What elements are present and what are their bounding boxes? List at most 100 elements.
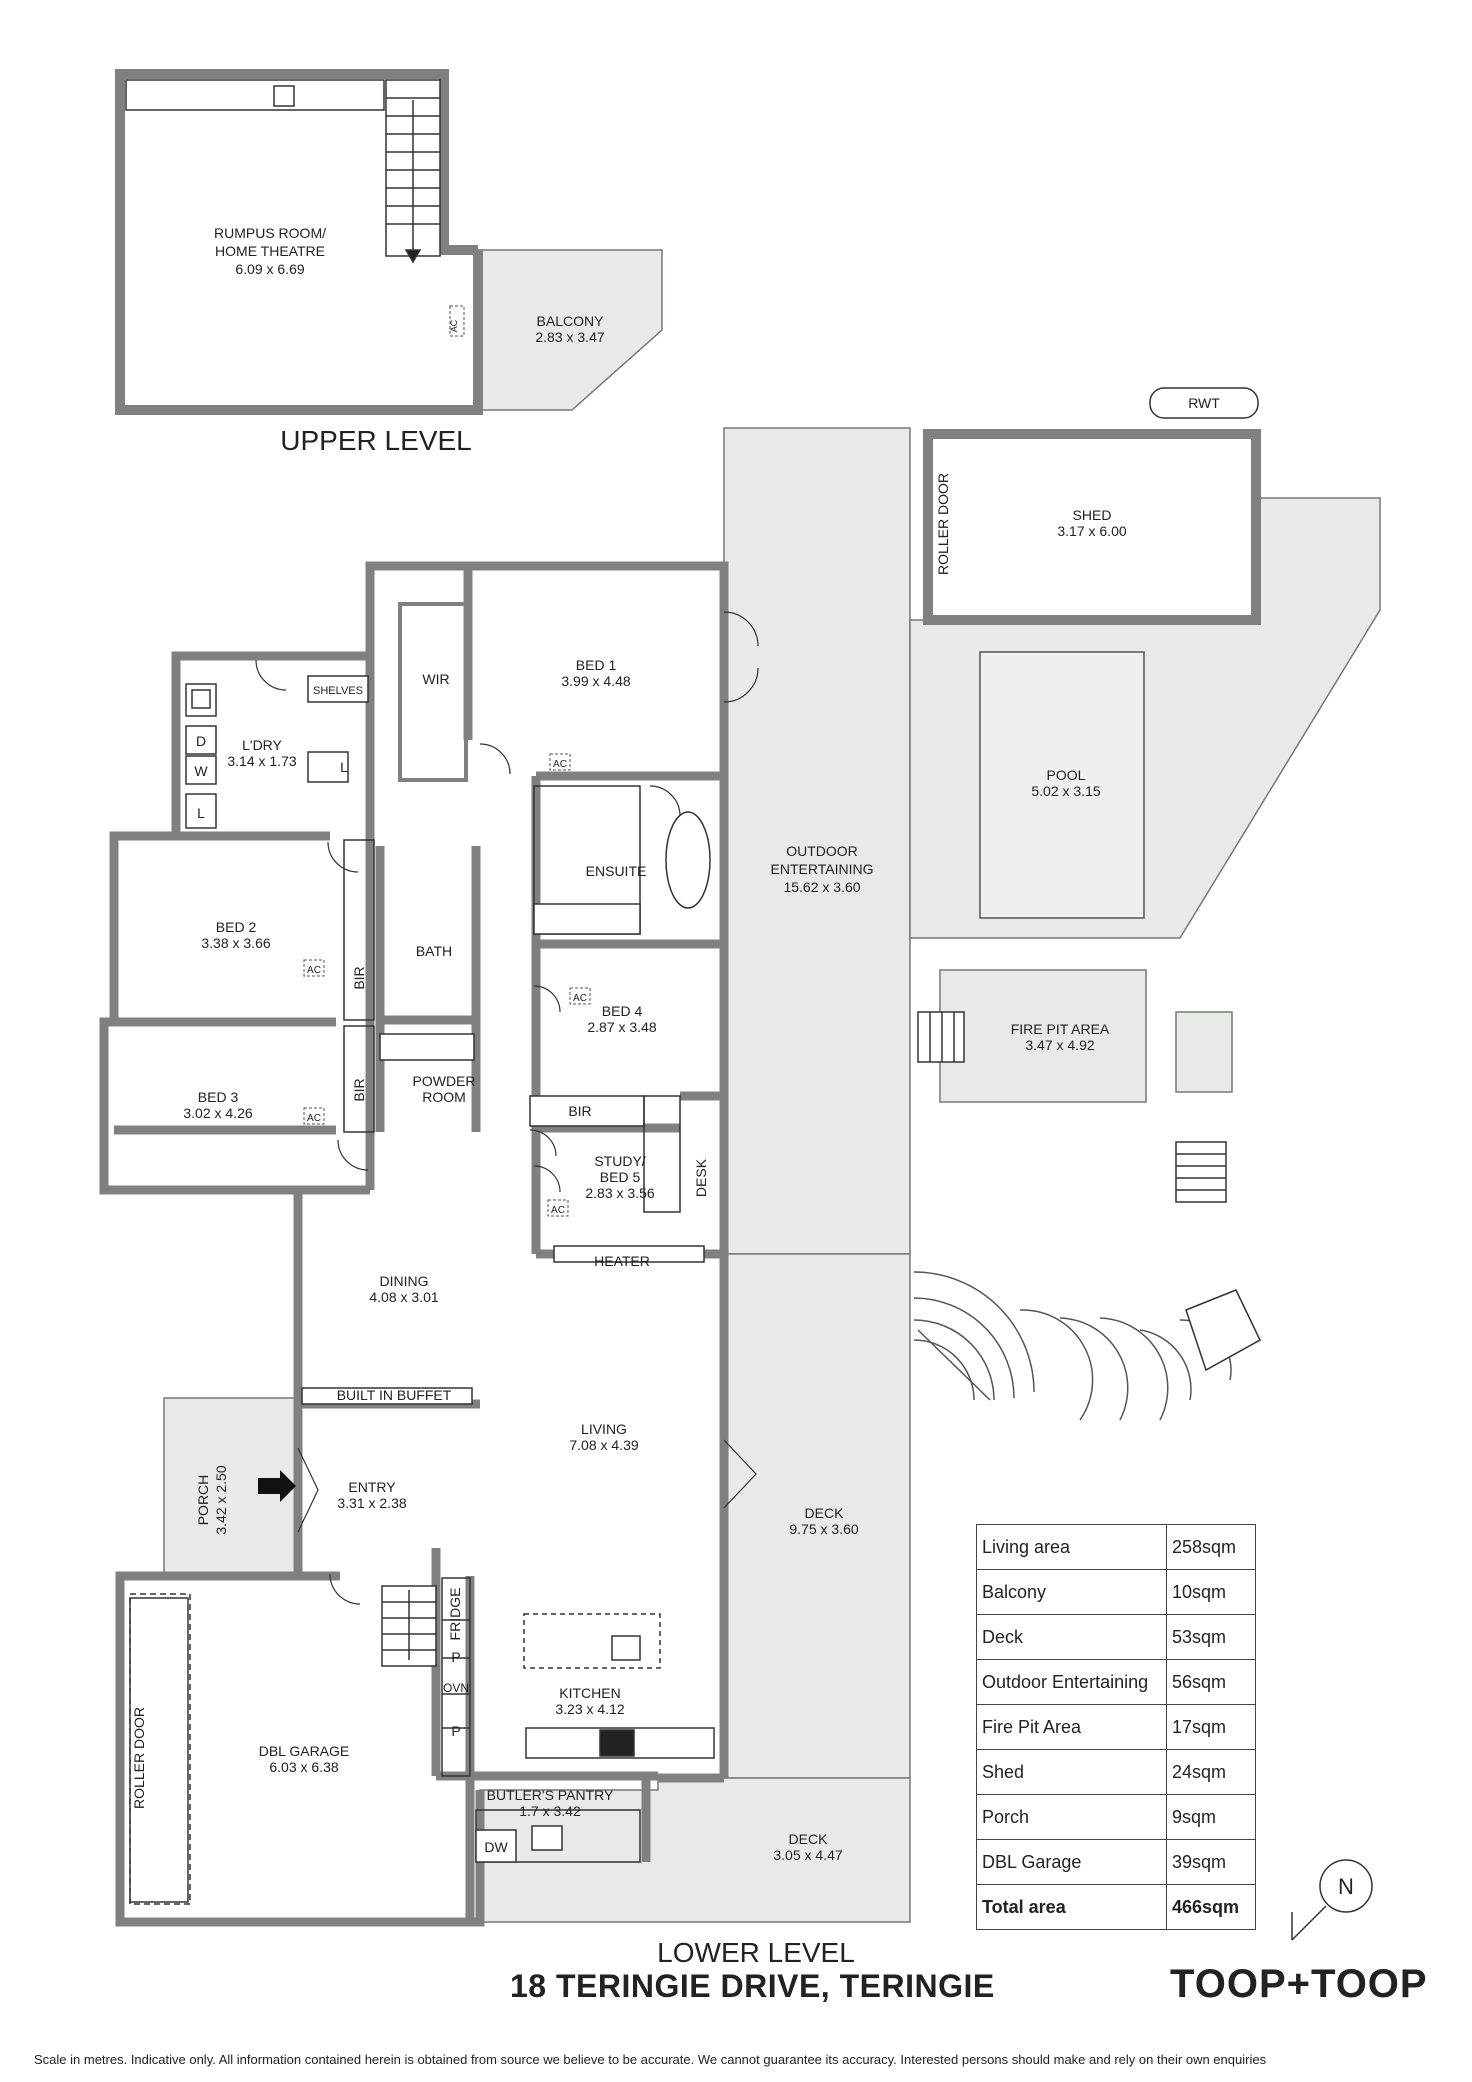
outdoor-dim: 15.62 x 3.60 <box>783 879 860 895</box>
bed4-dim: 2.87 x 3.48 <box>587 1019 656 1035</box>
area-total-label: Total area <box>976 1884 1167 1930</box>
bir-label-3: BIR <box>351 1078 367 1101</box>
outdoor-label-2: ENTERTAINING <box>771 861 874 877</box>
ac-units <box>303 305 591 1217</box>
area-label: Deck <box>976 1614 1167 1660</box>
bed3-dim: 3.02 x 4.26 <box>183 1105 252 1121</box>
area-value: 53sqm <box>1166 1614 1256 1660</box>
ensuite-label: ENSUITE <box>586 863 647 879</box>
study-label-2: BED 5 <box>600 1169 641 1185</box>
shelves-label: SHELVES <box>313 685 363 697</box>
area-row-total: Total area 466sqm <box>976 1884 1256 1930</box>
bed2-label: BED 2 <box>216 919 257 935</box>
balcony-label: BALCONY <box>537 313 605 329</box>
area-value: 17sqm <box>1166 1704 1256 1750</box>
area-value: 10sqm <box>1166 1569 1256 1615</box>
property-address: 18 TERINGIE DRIVE, TERINGIE <box>510 1968 995 2004</box>
area-value: 56sqm <box>1166 1659 1256 1705</box>
fire-pit-area <box>939 969 1147 1103</box>
bed3-label: BED 3 <box>198 1089 239 1105</box>
curved-steps <box>913 1271 1232 1421</box>
kitchen-dim: 3.23 x 4.12 <box>555 1701 624 1717</box>
room-labels: UPPER LEVEL LOWER LEVEL RUMPUS ROOM/ HOM… <box>131 225 1354 1968</box>
pantry-p-label: P <box>451 1649 460 1665</box>
rumpus-label: RUMPUS ROOM/ <box>214 225 326 241</box>
garage-dim: 6.03 x 6.38 <box>269 1759 338 1775</box>
ac-bed1-label: AC <box>553 759 567 770</box>
area-label: Porch <box>976 1794 1167 1840</box>
powder-label-2: ROOM <box>422 1089 466 1105</box>
pantry-label: BUTLER'S PANTRY <box>487 1787 614 1803</box>
bed4-label: BED 4 <box>602 1003 643 1019</box>
pool <box>979 651 1145 919</box>
rwt-label: RWT <box>1188 395 1220 411</box>
entry-arrow-icon <box>258 1470 296 1502</box>
pantry-p-label-2: P <box>451 1723 460 1739</box>
area-label: DBL Garage <box>976 1839 1167 1885</box>
north-arrow-icon <box>1291 1859 1373 1941</box>
upper-level-walls <box>115 69 483 415</box>
bir-label-2: BIR <box>568 1103 591 1119</box>
deck-dim: 9.75 x 3.60 <box>789 1521 858 1537</box>
area-value: 9sqm <box>1166 1794 1256 1840</box>
area-value: 39sqm <box>1166 1839 1256 1885</box>
linen-label-2: L <box>340 759 348 775</box>
lower-level-walls <box>99 561 729 1927</box>
fridge-label: FRIDGE <box>447 1588 463 1641</box>
wir-label: WIR <box>422 671 449 687</box>
study-label: STUDY/ <box>594 1153 645 1169</box>
buffet-label: BUILT IN BUFFET <box>337 1387 452 1403</box>
ac-bed4-label: AC <box>573 993 587 1004</box>
balcony-dim: 2.83 x 3.47 <box>535 329 604 345</box>
fire-pit-label: FIRE PIT AREA <box>1011 1021 1110 1037</box>
oven-label: OVN <box>443 1681 469 1695</box>
fire-pit-dim: 3.47 x 4.92 <box>1025 1037 1094 1053</box>
ac-upper-label: AC <box>449 319 459 332</box>
ac-bed3-label: AC <box>307 1113 321 1124</box>
dishwasher-label: DW <box>484 1839 508 1855</box>
garage-label: DBL GARAGE <box>259 1743 350 1759</box>
fire-pit-side <box>1175 1011 1233 1093</box>
shed-dim: 3.17 x 6.00 <box>1057 523 1126 539</box>
living-dim: 7.08 x 4.39 <box>569 1437 638 1453</box>
bed2-dim: 3.38 x 3.66 <box>201 935 270 951</box>
porch-label: PORCH <box>195 1475 211 1526</box>
area-label: Balcony <box>976 1569 1167 1615</box>
area-total-value: 466sqm <box>1166 1884 1256 1930</box>
stairs-outdoor <box>917 1011 1261 1372</box>
ac-bed2-label: AC <box>307 965 321 976</box>
powder-label: POWDER <box>413 1073 476 1089</box>
shed-roller-door-label: ROLLER DOOR <box>935 473 951 575</box>
dryer-label: D <box>196 733 206 749</box>
heater-label: HEATER <box>594 1253 650 1269</box>
north-label: N <box>1338 1874 1354 1899</box>
bath-label: BATH <box>416 943 452 959</box>
entry-dim: 3.31 x 2.38 <box>337 1495 406 1511</box>
upper-stairs <box>125 79 441 264</box>
pool-dim: 5.02 x 3.15 <box>1031 783 1100 799</box>
deck2-label: DECK <box>789 1831 829 1847</box>
shed-label: SHED <box>1073 507 1112 523</box>
outdoor-areas <box>163 249 1381 1923</box>
outdoor-entertaining-area <box>723 427 911 1255</box>
area-label: Fire Pit Area <box>976 1704 1167 1750</box>
shed <box>923 387 1261 625</box>
door-swings <box>255 611 759 1605</box>
lower-level-title: LOWER LEVEL <box>657 1937 855 1968</box>
upper-level-title: UPPER LEVEL <box>280 425 471 456</box>
garage-roller-door-label: ROLLER DOOR <box>131 1707 147 1809</box>
dining-label: DINING <box>380 1273 429 1289</box>
outdoor-label: OUTDOOR <box>786 843 858 859</box>
deck2-dim: 3.05 x 4.47 <box>773 1847 842 1863</box>
bir-label-1: BIR <box>351 966 367 989</box>
